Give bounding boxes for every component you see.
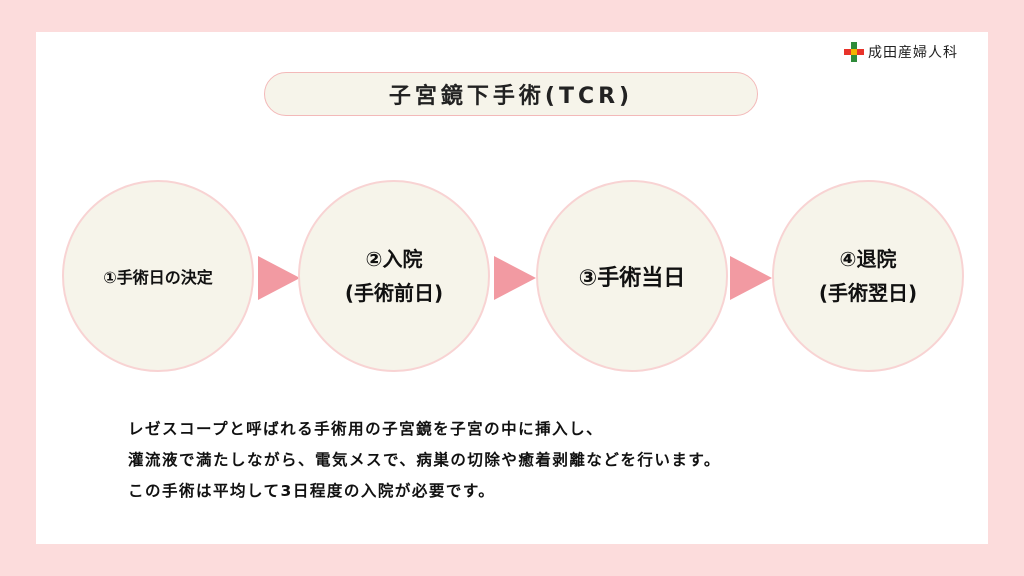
clinic-logo: 成田産婦人科 [844, 40, 958, 64]
clinic-name: 成田産婦人科 [868, 45, 958, 61]
title-banner: 子宮鏡下手術(TCR) [264, 72, 758, 116]
step-4-circle: ④退院 (手術翌日) [772, 180, 964, 372]
medical-cross-icon [844, 42, 864, 62]
step-3-circle: ③手術当日 [536, 180, 728, 372]
description-line: レゼスコープと呼ばれる手術用の子宮鏡を子宮の中に挿入し、 [128, 420, 604, 438]
step-4-sublabel: (手術翌日) [818, 281, 918, 305]
description-line: 灌流液で満たしながら、電気メスで、病巣の切除や癒着剥離などを行います。 [128, 451, 721, 469]
description: レゼスコープと呼ばれる手術用の子宮鏡を子宮の中に挿入し、 灌流液で満たしながら、… [128, 414, 948, 507]
step-1-label: ①手術日の決定 [103, 268, 213, 287]
page-title: 子宮鏡下手術(TCR) [388, 84, 634, 109]
arrow-right-icon [258, 256, 300, 300]
step-2-sublabel: (手術前日) [344, 281, 444, 305]
step-2-label: ②入院 [365, 247, 423, 271]
step-4-label: ④退院 [839, 247, 897, 271]
step-3-label: ③手術当日 [578, 266, 686, 291]
arrow-right-icon [494, 256, 536, 300]
description-line: この手術は平均して3日程度の入院が必要です。 [128, 482, 496, 500]
step-2-circle: ②入院 (手術前日) [298, 180, 490, 372]
step-1-circle: ①手術日の決定 [62, 180, 254, 372]
arrow-right-icon [730, 256, 772, 300]
content-card: 成田産婦人科 子宮鏡下手術(TCR) ①手術日の決定 ②入院 (手術前日) ③手… [36, 32, 988, 544]
